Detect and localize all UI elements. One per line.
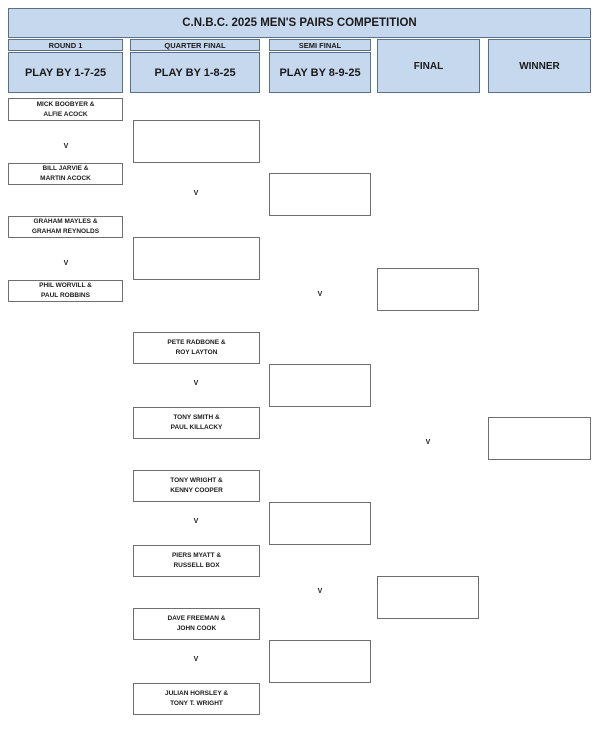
round1-pair-4: PHIL WORVILL & PAUL ROBBINS xyxy=(8,280,123,302)
vs-label: V xyxy=(193,380,199,387)
semi-final-slot-2 xyxy=(269,364,371,407)
quarter-final-slot-1 xyxy=(133,120,260,163)
vs-label: V xyxy=(193,518,199,525)
semi-final-slot-3 xyxy=(269,502,371,545)
quarter-final-slot-2 xyxy=(133,237,260,280)
semi-final-deadline: PLAY BY 8-9-25 xyxy=(269,52,371,93)
final-header: FINAL xyxy=(377,39,480,93)
semi-final-slot-1 xyxy=(269,173,371,216)
vs-label: V xyxy=(317,588,323,595)
round1-pair-3: GRAHAM MAYLES & GRAHAM REYNOLDS xyxy=(8,216,123,238)
round1-deadline: PLAY BY 1-7-25 xyxy=(8,52,123,93)
quarter-final-deadline: PLAY BY 1-8-25 xyxy=(130,52,260,93)
quarter-final-pair-8: JULIAN HORSLEY & TONY T. WRIGHT xyxy=(133,683,260,715)
final-slot-1 xyxy=(377,268,479,311)
winner-header: WINNER xyxy=(488,39,591,93)
quarter-final-pair-3: PETE RADBONE & ROY LAYTON xyxy=(133,332,260,364)
semi-final-header: SEMI FINAL xyxy=(269,39,371,51)
semi-final-slot-4 xyxy=(269,640,371,683)
vs-label: V xyxy=(425,439,431,446)
quarter-final-header: QUARTER FINAL xyxy=(130,39,260,51)
quarter-final-pair-7: DAVE FREEMAN & JOHN COOK xyxy=(133,608,260,640)
quarter-final-pair-4: TONY SMITH & PAUL KILLACKY xyxy=(133,407,260,439)
vs-label: V xyxy=(193,656,199,663)
round1-pair-2: BILL JARVIE & MARTIN ACOCK xyxy=(8,163,123,185)
competition-title: C.N.B.C. 2025 MEN'S PAIRS COMPETITION xyxy=(8,8,591,38)
vs-label: V xyxy=(63,143,69,150)
vs-label: V xyxy=(317,291,323,298)
round1-pair-1: MICK BOOBYER & ALFIE ACOCK xyxy=(8,98,123,121)
final-slot-2 xyxy=(377,576,479,619)
round1-header: ROUND 1 xyxy=(8,39,123,51)
winner-slot xyxy=(488,417,591,460)
vs-label: V xyxy=(63,260,69,267)
quarter-final-pair-5: TONY WRIGHT & KENNY COOPER xyxy=(133,470,260,502)
quarter-final-pair-6: PIERS MYATT & RUSSELL BOX xyxy=(133,545,260,577)
vs-label: V xyxy=(193,190,199,197)
